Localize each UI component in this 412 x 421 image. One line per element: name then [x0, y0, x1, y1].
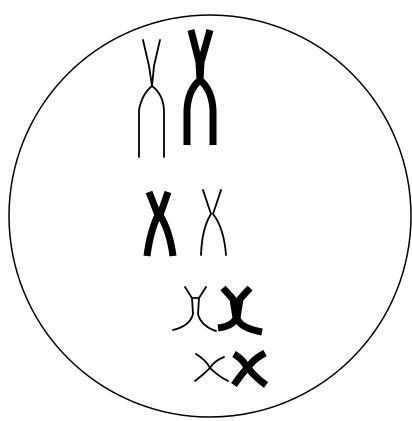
chromosome-pair-4 [195, 353, 266, 385]
chromosome-pair-3 [173, 287, 262, 332]
chromosome-pair-3-thick [218, 288, 262, 332]
chromosome-pair-4-thin [195, 354, 228, 381]
chromosome-pair-2-thick [147, 192, 173, 256]
chromosome-pair-2-thin [201, 190, 226, 255]
chromosome-pair-1 [139, 30, 213, 157]
chromosome-pair-1-thick [187, 30, 213, 145]
chromosome-pair-1-thin [139, 40, 164, 157]
chromosome-pair-2 [147, 190, 226, 256]
chromosome-pair-3-thin [173, 287, 216, 331]
chromosome-pair-4-thick [234, 353, 266, 385]
